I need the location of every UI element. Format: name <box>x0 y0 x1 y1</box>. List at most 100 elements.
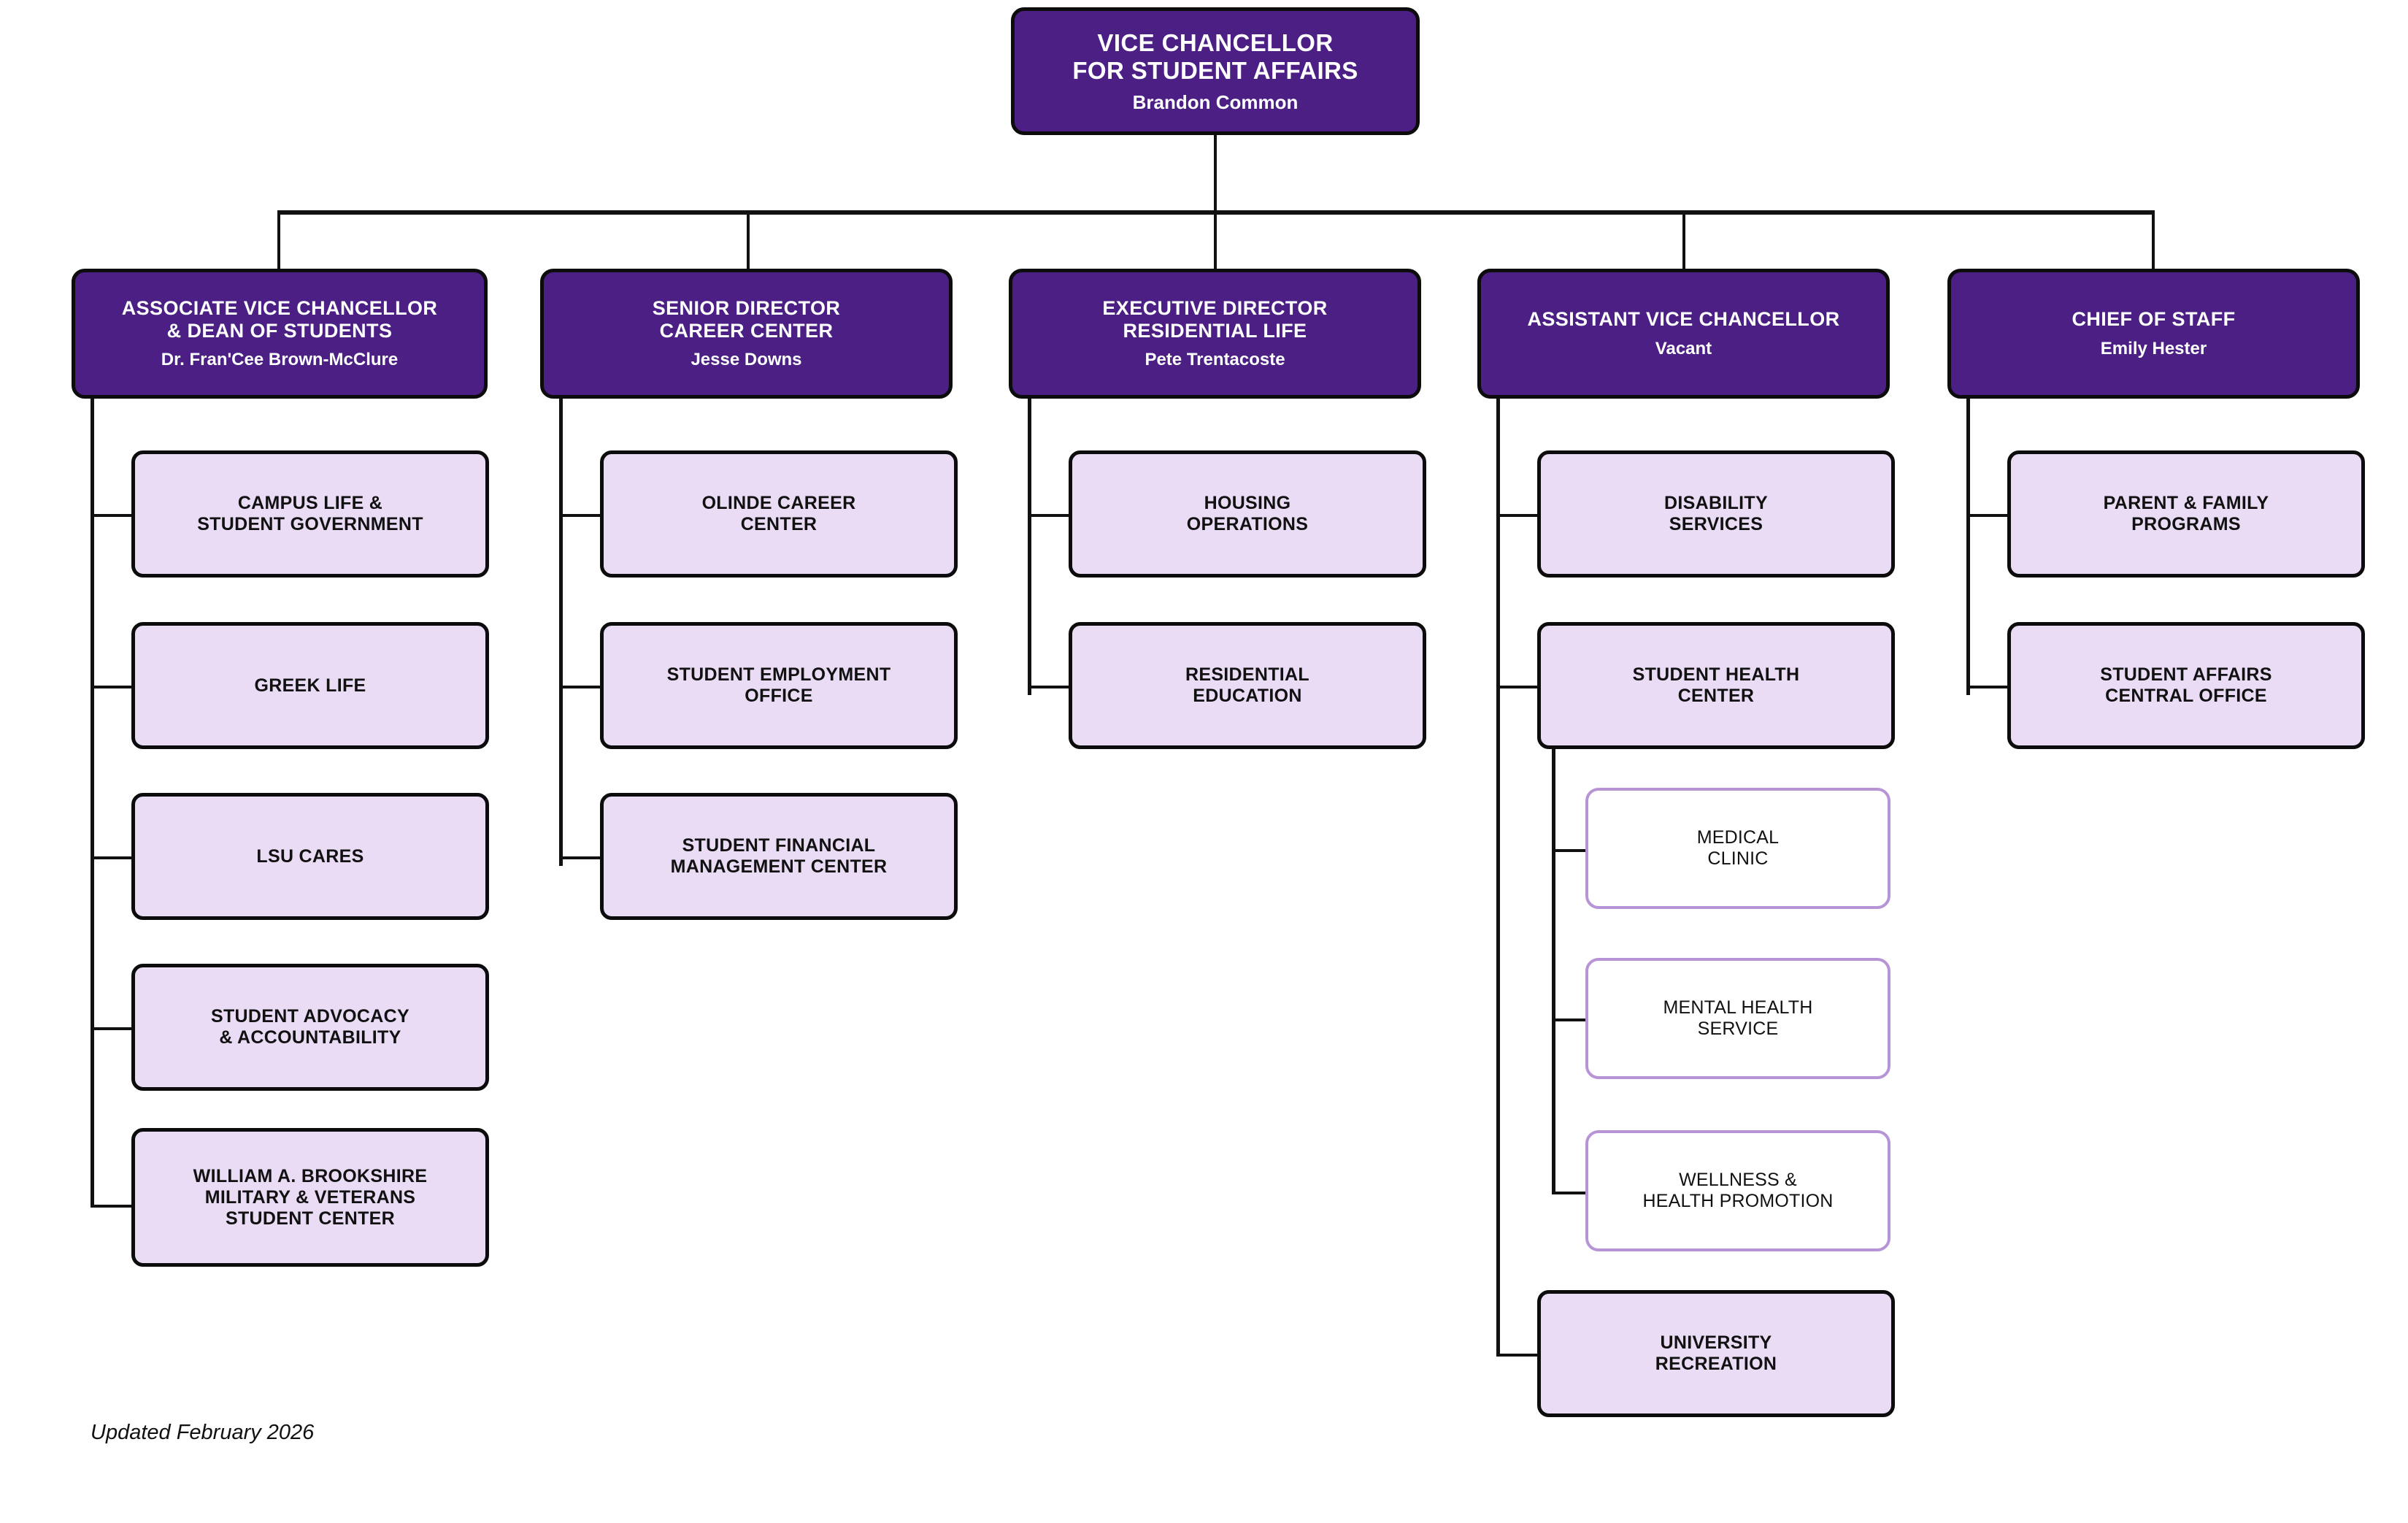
node-title-line2: MILITARY & VETERANS <box>204 1186 416 1208</box>
node-assistant-vice-chancellor[interactable]: ASSISTANT VICE CHANCELLOR Vacant <box>1477 269 1890 399</box>
node-title-line1: ASSOCIATE VICE CHANCELLOR <box>121 296 438 319</box>
connector-stub-student-financial-management-center <box>559 856 603 859</box>
node-university-recreation[interactable]: UNIVERSITY RECREATION <box>1537 1290 1895 1417</box>
node-student-advocacy-accountability[interactable]: STUDENT ADVOCACY & ACCOUNTABILITY <box>131 964 489 1091</box>
node-title-line1: OLINDE CAREER <box>701 493 856 513</box>
node-title-line1: STUDENT HEALTH <box>1632 664 1800 685</box>
node-mental-health-service[interactable]: MENTAL HEALTH SERVICE <box>1585 958 1890 1079</box>
node-title-line1: RESIDENTIAL <box>1185 664 1309 685</box>
node-person: Dr. Fran'Cee Brown-McClure <box>161 350 399 370</box>
connector-stub-disability-services <box>1496 514 1540 517</box>
node-chief-of-staff[interactable]: CHIEF OF STAFF Emily Hester <box>1947 269 2360 399</box>
node-person: Pete Trentacoste <box>1145 350 1285 370</box>
connector-stub-parent-family-programs <box>1966 514 2010 517</box>
node-title-line2: CAREER CENTER <box>659 320 834 342</box>
node-title-line1: UNIVERSITY <box>1660 1332 1772 1353</box>
connector-root-stem <box>1214 135 1217 212</box>
node-student-affairs-central-office[interactable]: STUDENT AFFAIRS CENTRAL OFFICE <box>2007 622 2365 749</box>
connector-stub-greek-life <box>91 686 134 688</box>
node-disability-services[interactable]: DISABILITY SERVICES <box>1537 450 1895 578</box>
node-parent-family-programs[interactable]: PARENT & FAMILY PROGRAMS <box>2007 450 2365 578</box>
node-title: STUDENT FINANCIAL MANAGEMENT CENTER <box>671 835 888 878</box>
node-title-line1: CAMPUS LIFE & <box>237 493 383 513</box>
node-title: STUDENT HEALTH CENTER <box>1633 664 1800 707</box>
node-olinde-career-center[interactable]: OLINDE CAREER CENTER <box>600 450 958 578</box>
node-title-line2: RESIDENTIAL LIFE <box>1123 320 1307 342</box>
node-executive-director-residential-life[interactable]: EXECUTIVE DIRECTOR RESIDENTIAL LIFE Pete… <box>1009 269 1421 399</box>
node-title-line1: WILLIAM A. BROOKSHIRE <box>193 1165 428 1186</box>
node-title-line1: STUDENT EMPLOYMENT <box>666 664 891 685</box>
connector-drop-division-5 <box>2152 210 2155 269</box>
connector-stub-student-health-center <box>1496 686 1540 688</box>
node-title-line1: DISABILITY <box>1664 493 1768 513</box>
node-title: WILLIAM A. BROOKSHIRE MILITARY & VETERAN… <box>193 1166 428 1229</box>
node-title-line1: STUDENT ADVOCACY <box>211 1006 409 1027</box>
node-title: HOUSING OPERATIONS <box>1187 493 1308 535</box>
node-residential-education[interactable]: RESIDENTIAL EDUCATION <box>1069 622 1426 749</box>
node-title-line2: EDUCATION <box>1193 686 1302 706</box>
node-title: ASSISTANT VICE CHANCELLOR <box>1527 308 1839 331</box>
node-brookshire-military-veterans-student-center[interactable]: WILLIAM A. BROOKSHIRE MILITARY & VETERAN… <box>131 1128 489 1267</box>
node-lsu-cares[interactable]: LSU CARES <box>131 793 489 920</box>
connector-stub-housing-operations <box>1028 514 1072 517</box>
node-title-line1: HOUSING <box>1204 493 1291 513</box>
node-title: CHIEF OF STAFF <box>2072 308 2235 331</box>
connector-drop-division-1 <box>277 210 280 269</box>
connector-stub-brookshire-center <box>91 1205 134 1208</box>
connector-stub-university-recreation <box>1496 1354 1540 1357</box>
node-title-line2: CENTER <box>740 514 818 534</box>
node-title: MENTAL HEALTH SERVICE <box>1663 997 1813 1040</box>
node-student-health-center[interactable]: STUDENT HEALTH CENTER <box>1537 622 1895 749</box>
node-title: UNIVERSITY RECREATION <box>1655 1332 1777 1375</box>
node-title-line2: MANAGEMENT CENTER <box>670 856 888 877</box>
node-title: RESIDENTIAL EDUCATION <box>1185 664 1309 707</box>
node-title-line2: & DEAN OF STUDENTS <box>166 320 393 342</box>
node-student-employment-office[interactable]: STUDENT EMPLOYMENT OFFICE <box>600 622 958 749</box>
node-medical-clinic[interactable]: MEDICAL CLINIC <box>1585 788 1890 909</box>
node-title-line2: HEALTH PROMOTION <box>1642 1191 1834 1211</box>
connector-spine-division-1 <box>91 399 94 1208</box>
node-title-line1: CHIEF OF STAFF <box>2072 308 2236 331</box>
node-title-line2: & ACCOUNTABILITY <box>219 1027 401 1048</box>
node-title: ASSOCIATE VICE CHANCELLOR & DEAN OF STUD… <box>122 297 438 343</box>
node-title: MEDICAL CLINIC <box>1697 827 1780 870</box>
node-title: STUDENT EMPLOYMENT OFFICE <box>667 664 891 707</box>
connector-stub-student-advocacy-accountability <box>91 1027 134 1030</box>
node-title-line1: EXECUTIVE DIRECTOR <box>1102 296 1328 319</box>
node-senior-director-career-center[interactable]: SENIOR DIRECTOR CAREER CENTER Jesse Down… <box>540 269 953 399</box>
node-greek-life[interactable]: GREEK LIFE <box>131 622 489 749</box>
connector-stub-student-affairs-central-office <box>1966 686 2010 688</box>
node-title-line3: STUDENT CENTER <box>226 1208 395 1229</box>
node-associate-vice-chancellor-dean-of-students[interactable]: ASSOCIATE VICE CHANCELLOR & DEAN OF STUD… <box>72 269 488 399</box>
connector-spine-student-health-center <box>1552 749 1555 1194</box>
node-campus-life-student-government[interactable]: CAMPUS LIFE & STUDENT GOVERNMENT <box>131 450 489 578</box>
node-title-line1: GREEK LIFE <box>254 675 366 696</box>
node-title-line2: CLINIC <box>1707 848 1769 869</box>
node-title: STUDENT ADVOCACY & ACCOUNTABILITY <box>211 1006 409 1048</box>
connector-drop-division-4 <box>1682 210 1685 269</box>
node-title-line1: SENIOR DIRECTOR <box>652 296 841 319</box>
node-title: PARENT & FAMILY PROGRAMS <box>2104 493 2269 535</box>
node-title: GREEK LIFE <box>254 675 366 697</box>
connector-spine-division-5 <box>1966 399 1970 695</box>
node-person: Jesse Downs <box>691 350 802 370</box>
connector-spine-division-4 <box>1496 399 1500 1357</box>
node-title-line1: STUDENT AFFAIRS <box>2100 664 2272 685</box>
node-person: Emily Hester <box>2100 338 2207 358</box>
node-title: CAMPUS LIFE & STUDENT GOVERNMENT <box>197 493 423 535</box>
node-title-line1: WELLNESS & <box>1679 1170 1797 1190</box>
node-title: OLINDE CAREER CENTER <box>702 493 856 535</box>
connector-spine-division-2 <box>559 399 563 866</box>
node-wellness-health-promotion[interactable]: WELLNESS & HEALTH PROMOTION <box>1585 1130 1890 1251</box>
node-title: WELLNESS & HEALTH PROMOTION <box>1642 1170 1833 1212</box>
node-title: VICE CHANCELLOR FOR STUDENT AFFAIRS <box>1072 29 1358 85</box>
node-vice-chancellor-student-affairs[interactable]: VICE CHANCELLOR FOR STUDENT AFFAIRS Bran… <box>1011 7 1420 135</box>
connector-spine-division-3 <box>1028 399 1031 695</box>
node-title-line1: MEDICAL <box>1696 827 1780 848</box>
node-title-line2: CENTER <box>1677 686 1755 706</box>
node-title: LSU CARES <box>256 846 363 867</box>
node-student-financial-management-center[interactable]: STUDENT FINANCIAL MANAGEMENT CENTER <box>600 793 958 920</box>
node-title-line2: SERVICE <box>1697 1018 1779 1039</box>
node-title-line2: RECREATION <box>1655 1354 1777 1374</box>
node-housing-operations[interactable]: HOUSING OPERATIONS <box>1069 450 1426 578</box>
